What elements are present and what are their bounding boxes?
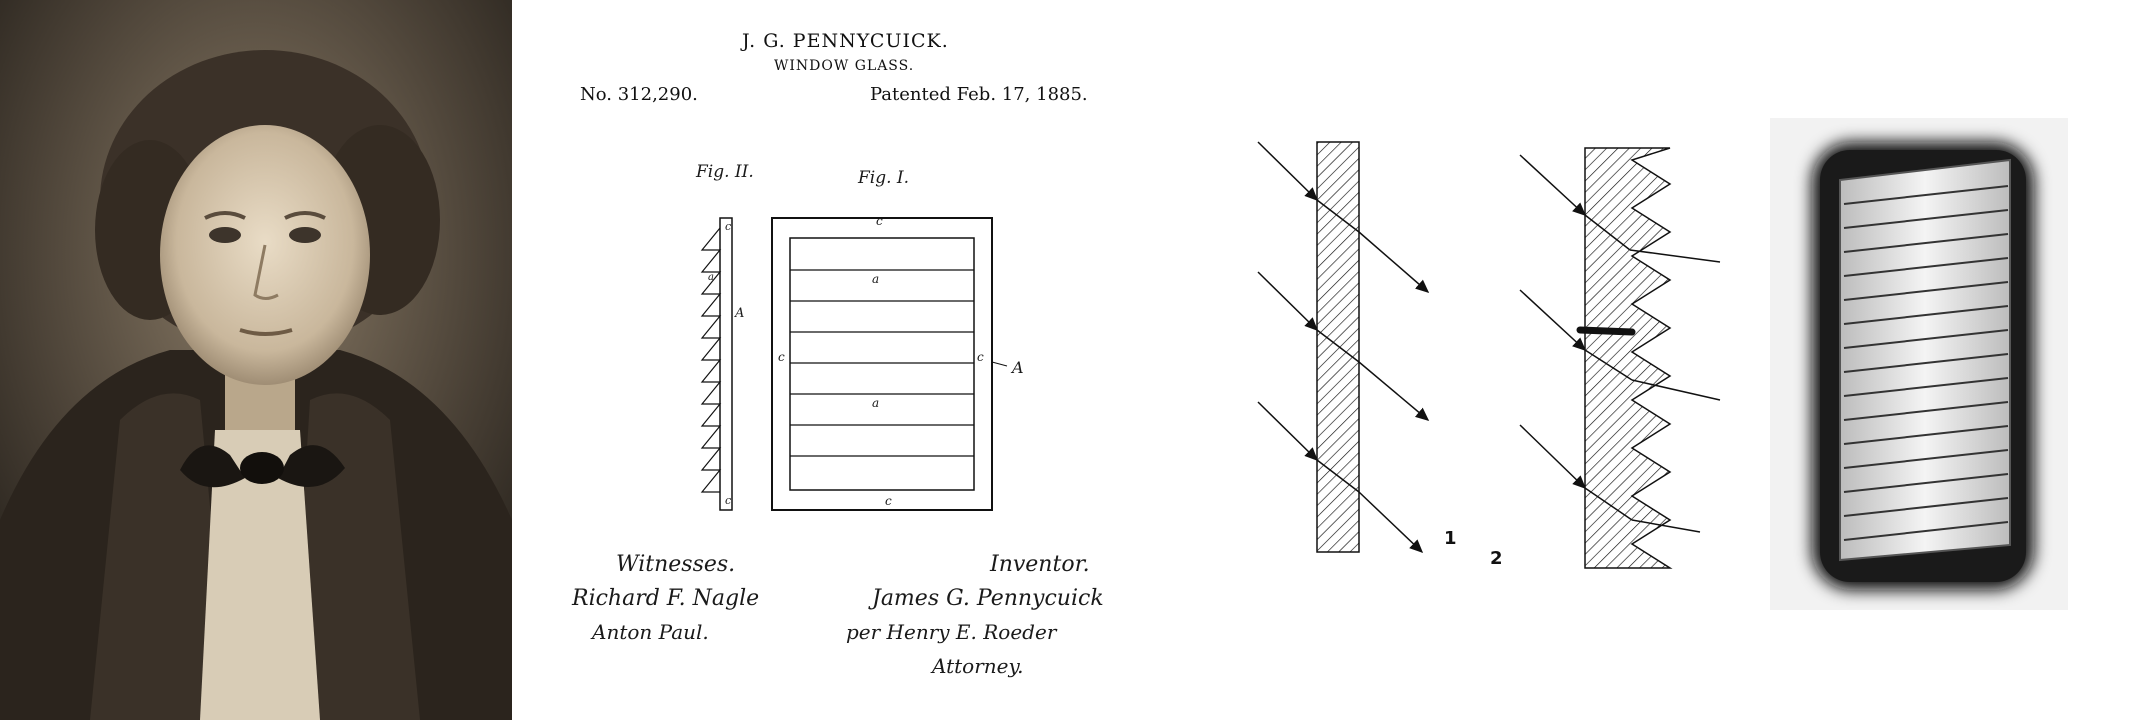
patent-inventor-name: J. G. PENNYCUICK.: [742, 30, 949, 52]
diagram-label-1: 1: [1444, 528, 1457, 549]
inventor-signature: James G. Pennycuick: [872, 586, 1104, 611]
refraction-diagram: 1 2: [1200, 0, 1760, 720]
label-a-fig2: a: [708, 272, 714, 283]
witness-2-signature: Anton Paul.: [592, 620, 709, 644]
label-c-top: c: [876, 214, 883, 228]
label-a-2: a: [872, 396, 880, 410]
prism-window-illustration: [1770, 118, 2068, 610]
fig2-label: Fig. II.: [696, 162, 754, 182]
patent-title: WINDOW GLASS.: [774, 58, 915, 74]
inventor-heading: Inventor.: [990, 552, 1090, 577]
label-A-fig1: A: [1012, 358, 1024, 377]
patent-date: Patented Feb. 17, 1885.: [870, 84, 1088, 105]
portrait-illustration: [0, 0, 512, 720]
attorney-line: per Henry E. Roeder: [846, 620, 1057, 644]
label-c-right: c: [977, 350, 984, 364]
attorney-signature: Attorney.: [932, 654, 1024, 678]
portrait-photo: [0, 0, 512, 720]
witness-1-signature: Richard F. Nagle: [572, 586, 760, 611]
witnesses-heading: Witnesses.: [616, 552, 736, 577]
label-A-fig2: A: [735, 306, 745, 321]
patent-figures: [700, 217, 1008, 511]
diagram-label-2: 2: [1490, 548, 1503, 569]
label-c-fig2-top: c: [725, 220, 732, 233]
label-c-bottom: c: [885, 494, 892, 508]
label-a-1: a: [872, 272, 880, 286]
prism-window-photo: [1760, 0, 2148, 720]
label-c-fig2-bottom: c: [725, 494, 732, 507]
label-c-left: c: [778, 350, 785, 364]
patent-drawing: J. G. PENNYCUICK. WINDOW GLASS. No. 312,…: [512, 0, 1152, 720]
refraction-figures: [1257, 141, 1721, 569]
fig1-label: Fig. I.: [858, 168, 910, 188]
patent-number: No. 312,290.: [580, 84, 698, 105]
